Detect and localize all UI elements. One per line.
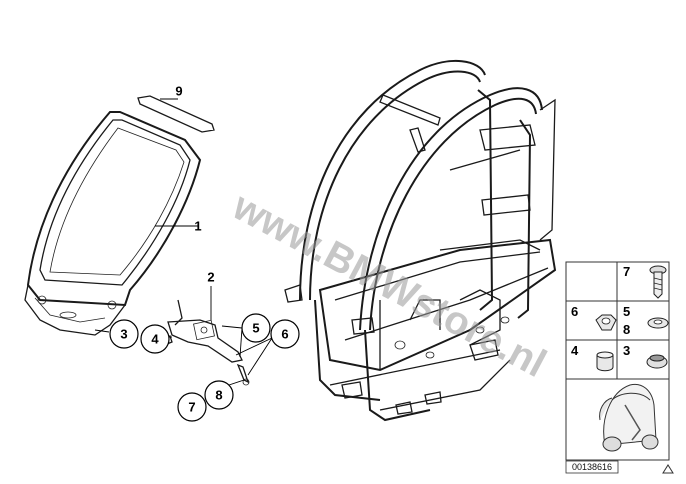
legend-label-4: 4 <box>571 343 579 358</box>
callout-8: 8 <box>204 380 234 410</box>
bushing-icon <box>596 351 614 372</box>
parts-legend: 7 6 5 8 4 3 <box>565 261 670 461</box>
legend-label-3: 3 <box>623 343 630 358</box>
callout-3: 3 <box>109 319 139 349</box>
callout-6: 6 <box>270 319 300 349</box>
nut-icon <box>595 314 617 331</box>
callout-2: 2 <box>207 270 214 285</box>
legend-label-6: 6 <box>571 304 578 319</box>
svg-text:5: 5 <box>252 321 259 336</box>
svg-text:6: 6 <box>281 327 288 342</box>
svg-text:1: 1 <box>194 219 201 234</box>
svg-text:7: 7 <box>188 400 195 415</box>
callout-1: 1 <box>194 219 201 234</box>
mount-bracket-part <box>159 299 250 386</box>
image-code: 00138616 <box>565 460 619 474</box>
leader-lines <box>94 98 273 387</box>
svg-text:4: 4 <box>151 332 159 347</box>
svg-text:9: 9 <box>175 84 182 99</box>
corner-triangle-icon <box>662 464 674 474</box>
svg-text:3: 3 <box>120 327 127 342</box>
scooter-thumbnail-icon <box>599 383 659 452</box>
windshield-part <box>24 111 202 336</box>
svg-text:8: 8 <box>215 388 222 403</box>
legend-label-8: 8 <box>623 322 630 337</box>
seal-strip-part <box>137 95 215 133</box>
washer-icon <box>647 317 669 329</box>
svg-text:2: 2 <box>207 270 214 285</box>
legend-label-5: 5 <box>623 304 630 319</box>
callout-5: 5 <box>241 313 271 343</box>
watermark-text: www.BMWstore.nl <box>225 184 553 386</box>
image-code-text: 00138616 <box>572 462 612 472</box>
frame-cage-part <box>284 59 557 422</box>
grommet-icon <box>646 354 668 369</box>
legend-label-7: 7 <box>623 264 630 279</box>
callout-7: 7 <box>177 392 207 422</box>
callout-9: 9 <box>175 84 182 99</box>
callout-4: 4 <box>140 324 170 354</box>
screw-icon <box>649 265 667 299</box>
